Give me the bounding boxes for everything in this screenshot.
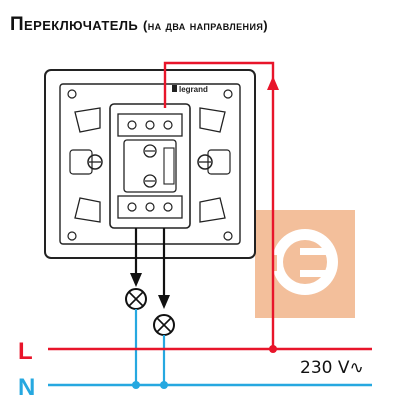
phase-line: L [18,338,372,365]
arrow-up-icon [267,76,279,90]
neutral-label: N [18,374,35,400]
lamp-icon [153,314,175,336]
lamp-icon [125,288,147,310]
brand-logo: legrand [172,85,208,94]
lamp-wires [130,228,170,309]
arrow-down-icon [158,295,170,309]
title-sub: (на два направления) [142,18,268,33]
voltage-label: 230 V∿ [300,358,364,378]
arrow-down-icon [130,273,142,287]
phase-label: L [18,338,33,365]
plug-watermark-icon [255,210,355,318]
phase-wire [163,61,279,353]
neutral-line: N [18,374,372,400]
switch-mechanism [109,103,191,229]
diagram-title: Переключатель (на два направления) [10,14,268,36]
title-main: Переключатель [10,14,139,35]
brand-text: legrand [179,85,208,94]
